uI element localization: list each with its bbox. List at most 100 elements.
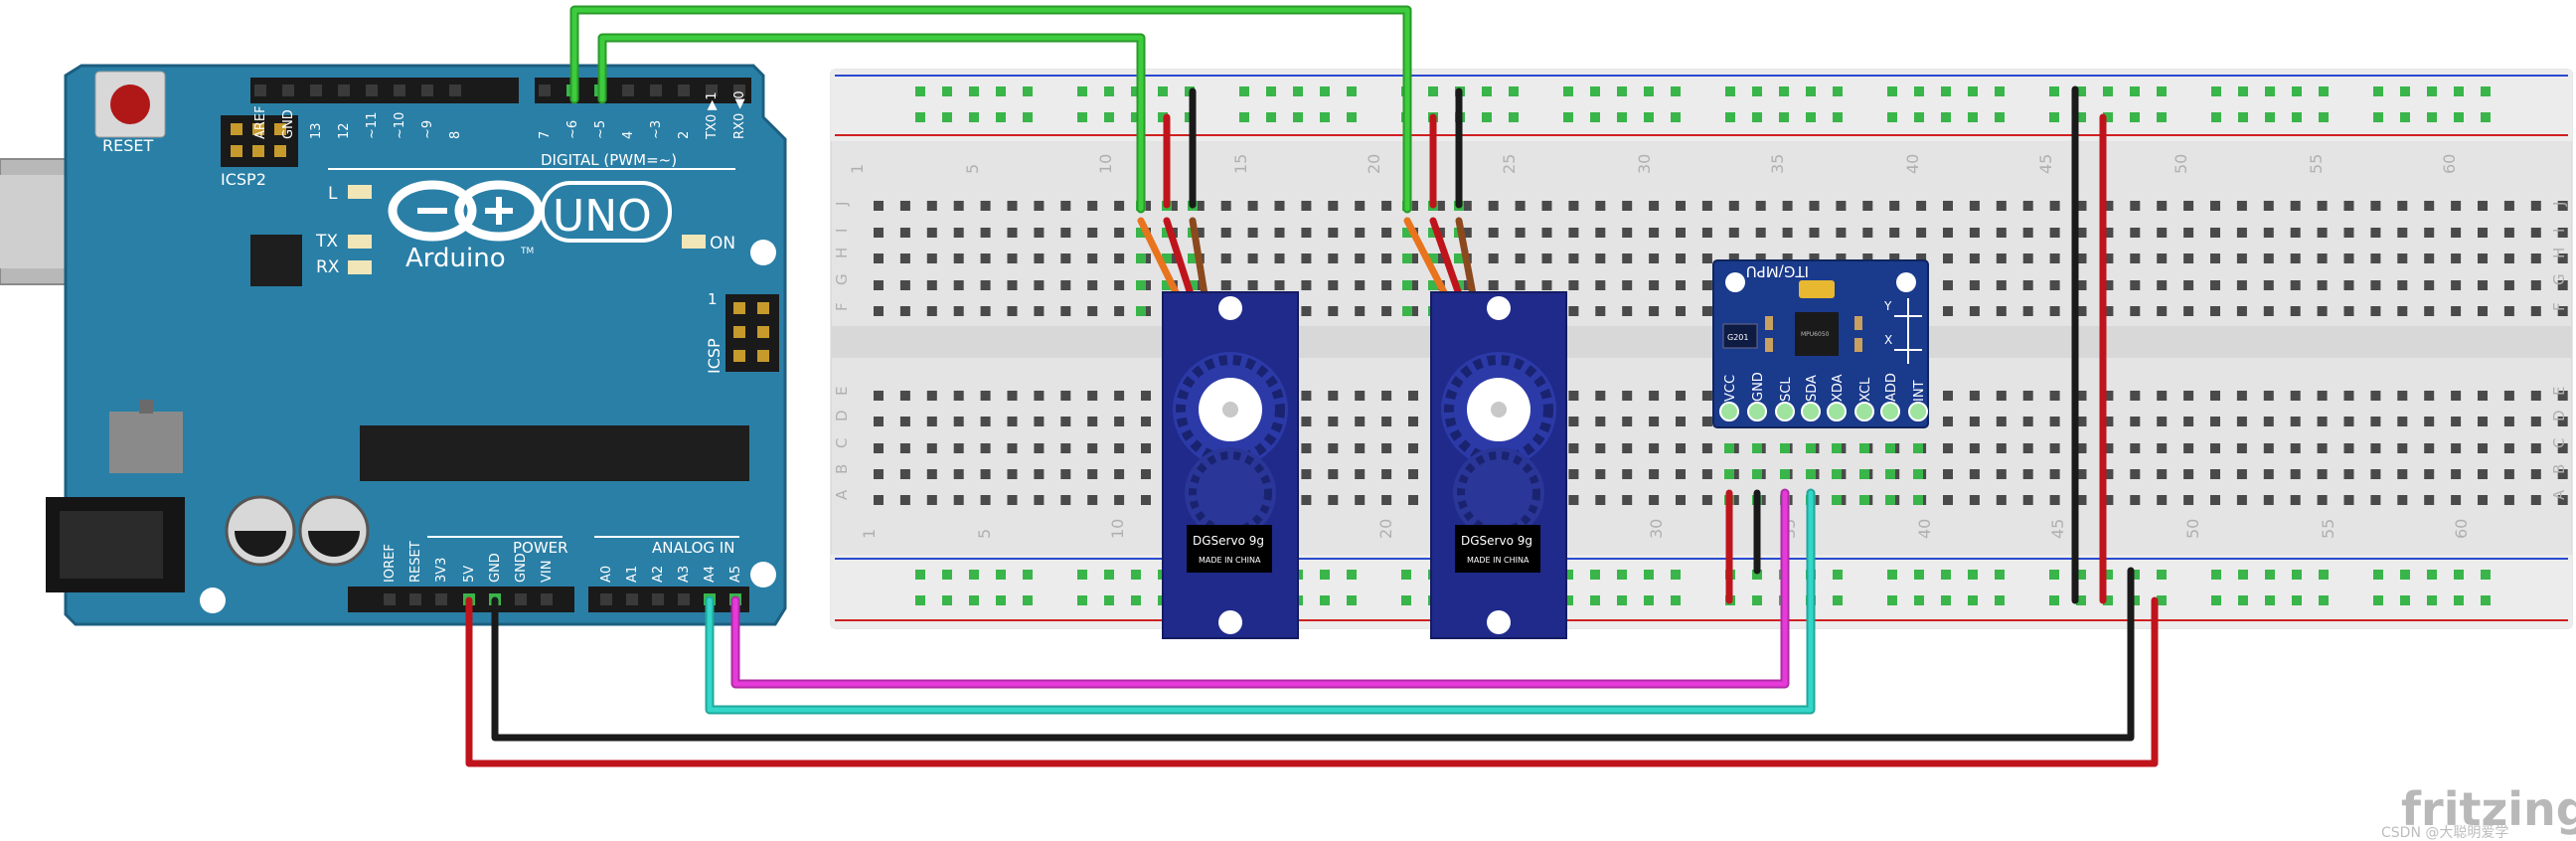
breadboard-hole [1622,495,1633,505]
breadboard-hole [2424,253,2435,263]
col-num: 10 [1108,519,1127,539]
rail-hole [2319,570,2329,580]
col-num: 45 [2036,154,2055,174]
breadboard-hole [1649,253,1660,263]
led-l-label: L [328,184,338,204]
rail-hole [2238,86,2248,96]
breadboard-hole [1328,253,1339,263]
breadboard-hole [2557,253,2568,263]
breadboard-hole [2049,201,2060,211]
breadboard-hole [2451,280,2462,290]
col-num: 1 [860,529,879,539]
breadboard-hole [2263,417,2274,426]
breadboard-hole [926,280,937,290]
row-letter: J [833,202,851,207]
breadboard-hole [1328,391,1339,401]
row-letter: G [833,273,851,285]
breadboard-hole [2317,391,2328,401]
breadboard-hole [2236,417,2247,426]
rail-hole [942,112,952,122]
breadboard-hole [2103,417,2114,426]
breadboard-hole [1328,443,1339,453]
power-analog-pin-label: IOREF [383,544,398,583]
rail-hole [1482,86,1492,96]
breadboard-hole [1568,201,1579,211]
breadboard-hole-active [1402,280,1412,290]
breadboard-hole [1622,253,1633,263]
header-pin [384,593,396,605]
rail-hole [1077,595,1087,605]
breadboard-hole [1301,495,1312,505]
breadboard-hole [2397,391,2408,401]
row-letter: D [2550,410,2568,421]
icsp-pin1-label: 1 [708,290,718,308]
reset-button-cap[interactable] [110,84,150,124]
breadboard-hole [953,469,964,479]
breadboard-hole [1381,391,1392,401]
breadboard-hole [874,417,884,426]
dc-power-jack-inner [60,511,163,579]
breadboard-hole [1328,306,1339,316]
breadboard-hole [1649,469,1660,479]
breadboard-hole [1087,280,1098,290]
breadboard-hole [2503,495,2514,505]
breadboard-hole [2530,443,2541,453]
rail-hole [2211,570,2221,580]
servo-sublabel: MADE IN CHINA [1467,556,1530,565]
rail-hole [1131,112,1141,122]
digital-pin-label: 12 [337,122,352,139]
col-num: 60 [2452,519,2471,539]
wire-green-d6-servo2-core [571,7,1410,212]
col-num: 30 [1635,154,1654,174]
power-analog-pin-label: 3V3 [434,558,449,583]
breadboard-hole-active [1136,228,1146,238]
breadboard-hole [1568,443,1579,453]
breadboard-hole [926,391,937,401]
rail-hole [1077,570,1087,580]
col-num: 20 [1365,154,1383,174]
breadboard-hole [2103,253,2114,263]
breadboard-hole [1007,228,1018,238]
breadboard-hole [2290,495,2301,505]
breadboard-hole [1595,306,1606,316]
digital-pin-label: ~11 [365,112,380,139]
breadboard-hole [2503,201,2514,211]
breadboard-hole [1541,228,1552,238]
breadboard-hole-active [1428,280,1438,290]
rail-hole [1131,86,1141,96]
breadboard-hole [1220,253,1231,263]
breadboard-hole [874,201,884,211]
rail-hole [2400,570,2410,580]
digital-pin-label: 4 [621,131,636,139]
rail-hole [1752,112,1762,122]
breadboard-hole [1328,280,1339,290]
breadboard-hole [899,253,910,263]
rail-hole [1671,595,1681,605]
breadboard-hole [980,201,991,211]
breadboard-hole [2317,253,2328,263]
breadboard-hole [2530,228,2541,238]
breadboard-hole [2557,201,2568,211]
breadboard-hole [1355,391,1366,401]
rail-hole [2427,570,2437,580]
rail-hole [2211,112,2221,122]
led-on-label: ON [710,234,735,253]
rail-hole [1941,86,1951,96]
breadboard-hole [1728,201,1739,211]
row-letter: B [2550,464,2568,474]
breadboard-hole [2397,443,2408,453]
rail-hole [1644,570,1654,580]
mounting-hole [200,588,226,613]
rail-hole [1617,112,1627,122]
breadboard-hole [1488,228,1499,238]
breadboard-hole [2022,391,2033,401]
breadboard-hole [2370,469,2381,479]
breadboard-hole [1381,280,1392,290]
breadboard-hole [1247,280,1258,290]
breadboard-hole [2451,469,2462,479]
rail-hole [2400,112,2410,122]
breadboard-hole [2022,253,2033,263]
breadboard-hole [2103,469,2114,479]
breadboard-hole [980,391,991,401]
breadboard-hole [1649,201,1660,211]
